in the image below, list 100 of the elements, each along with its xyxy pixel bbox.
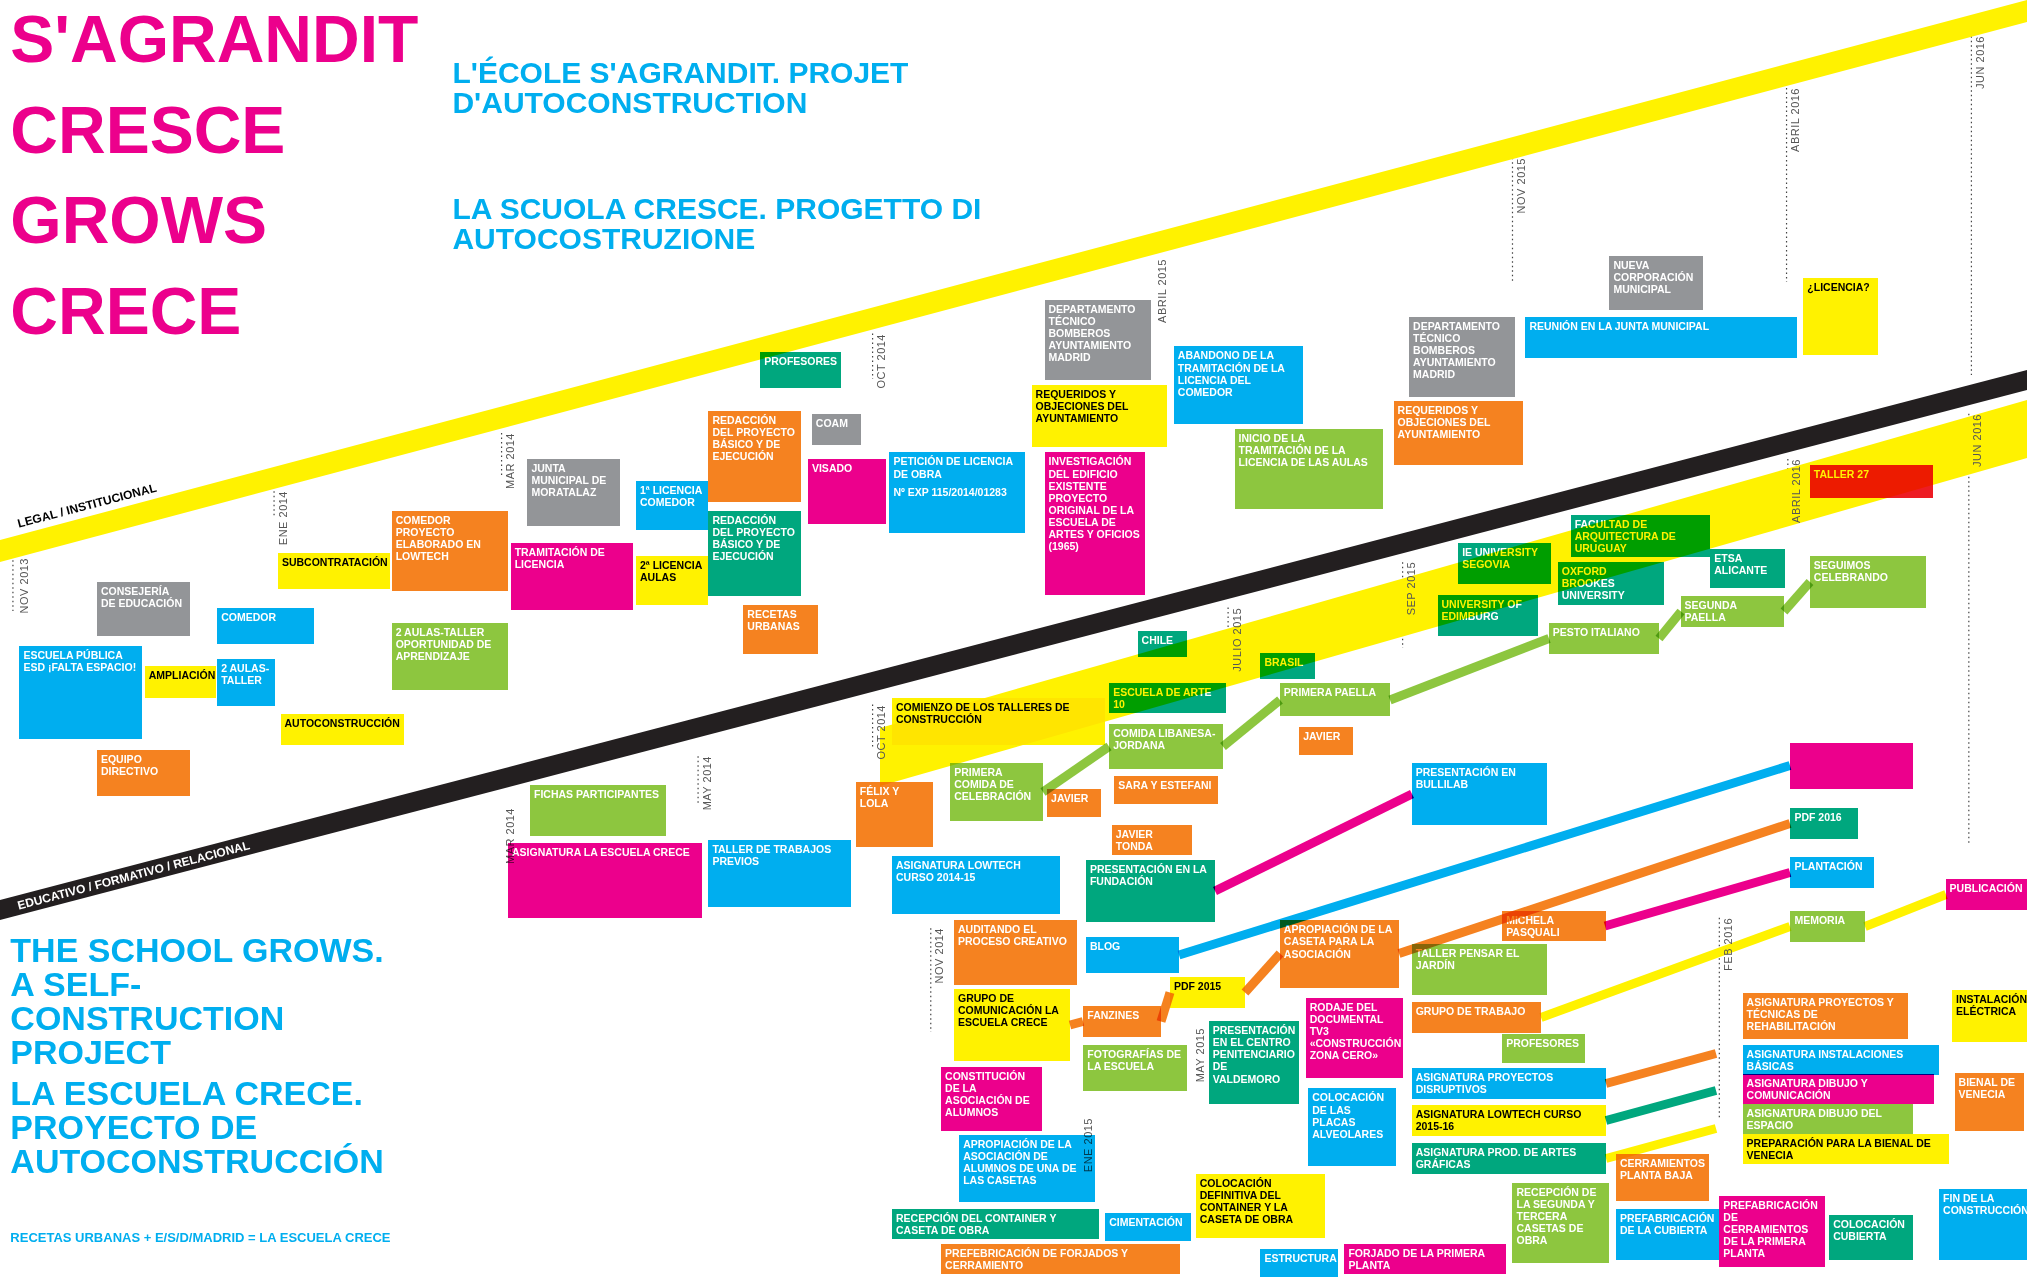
event-box: REQUERIDOS Y OBJECIONES DEL AYUNTAMIENTO bbox=[1031, 385, 1168, 448]
date-label: NOV 2013 bbox=[18, 558, 31, 614]
event-box: COMIDA LIBANESA-JORDANA bbox=[1109, 723, 1223, 770]
title-word: CRECE bbox=[10, 277, 243, 344]
title-word: S'AGRANDIT bbox=[10, 6, 420, 73]
date-label: SEP 2015 bbox=[1405, 562, 1418, 616]
title-word: GROWS bbox=[10, 187, 268, 254]
subtitle: LA SCUOLA CRESCE. PROGETTO DI AUTOCOSTRUZIONE bbox=[452, 193, 983, 254]
event-box: REQUERIDOS Y OBJECIONES DEL AYUNTAMIENTO bbox=[1393, 400, 1523, 466]
event-box: PROFESORES bbox=[760, 351, 842, 388]
event-box: ¿LICENCIA? bbox=[1803, 277, 1879, 356]
event-box: PREFABRICACIÓN DE LA CUBIERTA bbox=[1615, 1208, 1719, 1261]
connector-bar bbox=[1539, 922, 1792, 1022]
event-box: PRESENTACIÓN EN EL CENTRO PENITENCIARIO DE VALDEMORO bbox=[1208, 1021, 1300, 1104]
event-box: 2 AULAS-TALLER OPORTUNIDAD DE APRENDIZAJE bbox=[391, 623, 509, 691]
connector-bar bbox=[1040, 742, 1112, 796]
event-box: OXFORD BROOKES UNIVERSITY bbox=[1557, 562, 1664, 605]
event-box: TALLER 27 bbox=[1809, 465, 1933, 498]
event-box: BRASIL bbox=[1260, 652, 1315, 679]
event-box: ABANDONO DE LA TRAMITACIÓN DE LA LICENCIA DEL COMEDOR bbox=[1173, 346, 1304, 424]
event-box: PDF 2015 bbox=[1169, 977, 1245, 1009]
event-box: PREFEBRICACIÓN DE FORJADOS Y CERRAMIENTO bbox=[941, 1243, 1181, 1274]
subtitle: L'ÉCOLE S'AGRANDIT. PROJET D'AUTOCONSTRUCTION bbox=[452, 58, 910, 119]
event-box: INVESTIGACIÓN DEL EDIFICIO EXISTENTE PROYECTO ORIGINAL DE LA ESCUELA DE ARTES Y OFICIOS (1965) bbox=[1044, 452, 1146, 595]
event-box: ASIGNATURA DIBUJO DEL ESPACIO bbox=[1742, 1104, 1914, 1135]
date-label: ABRIL 2015 bbox=[1155, 258, 1168, 323]
date-label: MAR 2014 bbox=[504, 433, 517, 490]
event-box: FÉLIX Y LOLA bbox=[855, 782, 934, 847]
event-box: RECEPCIÓN DE LA SEGUNDA Y TERCERA CASETAS DE OBRA bbox=[1512, 1182, 1610, 1263]
event-box: PETICIÓN DE LICENCIA DE OBRA Nº EXP 115/2014/01283 bbox=[889, 452, 1026, 533]
event-box: 1ª LICENCIA COMEDOR bbox=[636, 480, 709, 530]
event-box: PREFABRICACIÓN DE CERRAMIENTOS DE LA PRIMERA PLANTA bbox=[1719, 1195, 1826, 1267]
event-box: ASIGNATURA INSTALACIONES BÁSICAS bbox=[1742, 1044, 1940, 1075]
event-box: COMEDOR PROYECTO ELABORADO EN LOWTECH bbox=[391, 510, 509, 591]
event-box: BIENAL DE VENECIA bbox=[1954, 1072, 2025, 1132]
event-box: VISADO bbox=[807, 458, 886, 524]
event-box: DEPARTAMENTO TÉCNICO BOMBEROS AYUNTAMIENTO MADRID bbox=[1044, 299, 1151, 381]
event-box: INICIO DE LA TRAMITACIÓN DE LA LICENCIA DE LAS AULAS bbox=[1234, 429, 1384, 510]
event-box: PRESENTACIÓN EN LA FUNDACIÓN bbox=[1085, 859, 1216, 922]
event-box: PLANTACIÓN bbox=[1790, 857, 1875, 889]
event-box: ESTRUCTURA bbox=[1260, 1248, 1338, 1278]
event-box: PUBLICACIÓN bbox=[1945, 879, 2027, 911]
event-box: TRAMITACIÓN DE LICENCIA bbox=[510, 542, 634, 611]
date-label: JUN 2016 bbox=[1971, 413, 1984, 467]
event-box: APROPIACIÓN DE LA CASETA PARA LA ASOCIACIÓN bbox=[1279, 920, 1399, 988]
event-box: FORJADO DE LA PRIMERA PLANTA bbox=[1344, 1243, 1506, 1274]
event-box: COMIENZO DE LOS TALLERES DE CONSTRUCCIÓN bbox=[891, 698, 1106, 745]
event-box: PRIMERA PAELLA bbox=[1279, 682, 1390, 717]
event-box: SUBCONTRATACIÓN bbox=[277, 553, 391, 590]
event-box: JAVIER TONDA bbox=[1111, 824, 1192, 855]
event-box: GRUPO DE COMUNICACIÓN LA ESCUELA CRECE bbox=[954, 988, 1071, 1062]
event-box: AUDITANDO EL PROCESO CREATIVO bbox=[954, 920, 1077, 986]
event-box: CONSTITUCIÓN DE LA ASOCIACIÓN DE ALUMNOS bbox=[941, 1066, 1042, 1132]
event-box: ETSA ALICANTE bbox=[1710, 549, 1786, 589]
event-box: REDACCIÓN DEL PROYECTO BÁSICO Y DE EJECUCIÓN bbox=[708, 411, 802, 502]
date-label: NOV 2014 bbox=[933, 928, 946, 984]
event-box: PREPARACIÓN PARA LA BIENAL DE VENECIA bbox=[1742, 1133, 1950, 1164]
subtitle: LA ESCUELA CRECE. PROYECTO DE AUTOCONSTRUCCIÓN bbox=[10, 1075, 385, 1178]
date-label: JULIO 2015 bbox=[1230, 607, 1243, 672]
date-label: ABRIL 2016 bbox=[1790, 458, 1803, 523]
event-box: RECETAS URBANAS bbox=[743, 605, 819, 655]
event-box: SEGUIMOS CELEBRANDO bbox=[1809, 555, 1927, 608]
event-box: MICHELA PASQUALI bbox=[1502, 911, 1606, 942]
event-box: PRESENTACIÓN EN BULLILAB bbox=[1411, 762, 1548, 825]
event-box: ASIGNATURA PROYECTOS DISRUPTIVOS bbox=[1411, 1067, 1606, 1099]
event-box: 2ª LICENCIA AULAS bbox=[636, 555, 709, 605]
event-box: JAVIER bbox=[1299, 726, 1354, 755]
title-word: CRESCE bbox=[10, 96, 287, 163]
date-label: OCT 2014 bbox=[875, 704, 888, 760]
connector-bar bbox=[1397, 819, 1792, 958]
date-label: NOV 2015 bbox=[1515, 157, 1528, 214]
event-box: JUNTA MUNICIPAL DE MORATALAZ bbox=[527, 458, 621, 527]
event-box: AMPLIACIÓN bbox=[144, 665, 216, 699]
event-box: ESCUELA DE ARTE 10 bbox=[1109, 682, 1226, 713]
event-box: CHILE bbox=[1137, 630, 1187, 657]
event-box: RODAJE DEL DOCUMENTAL TV3 «CONSTRUCCIÓN ZONA CERO» bbox=[1305, 998, 1403, 1079]
connector-bar bbox=[1213, 789, 1414, 896]
event-box: JAVIER bbox=[1047, 788, 1102, 817]
event-box: COLOCACIÓN DEFINITIVA DEL CONTAINER Y LA CASETA DE OBRA bbox=[1195, 1173, 1326, 1239]
event-box: ASIGNATURA PROYECTOS Y TÉCNICAS DE REHABILITACIÓN bbox=[1742, 992, 1909, 1040]
event-box: ESCUELA PÚBLICA ESD ¡FALTA ESPACIO! bbox=[19, 646, 143, 740]
date-label: MAY 2015 bbox=[1194, 1027, 1207, 1083]
event-box: REDACCIÓN DEL PROYECTO BÁSICO Y DE EJECUCIÓN bbox=[708, 510, 802, 596]
event-box: REUNIÓN EN LA JUNTA MUNICIPAL bbox=[1525, 316, 1797, 359]
event-box: IE UNIVERSITY SEGOVIA bbox=[1458, 542, 1552, 585]
event-box: SARA Y ESTEFANI bbox=[1114, 775, 1218, 805]
event-box: SEGUNDA PAELLA bbox=[1680, 595, 1784, 627]
event-box: RECEPCIÓN DEL CONTAINER Y CASETA DE OBRA bbox=[891, 1208, 1099, 1239]
event-box: PRIMERA COMIDA DE CELEBRACIÓN bbox=[950, 762, 1044, 821]
event-box: INSTALACIÓN ELÉCTRICA bbox=[1952, 990, 2027, 1042]
event-box: PROFESORES bbox=[1502, 1034, 1585, 1063]
event-box: EQUIPO DIRECTIVO bbox=[96, 749, 190, 797]
date-label: ENE 2015 bbox=[1082, 1118, 1094, 1173]
event-box: ASIGNATURA DIBUJO Y COMUNICACIÓN bbox=[1742, 1074, 1934, 1105]
event-box: UNIVERSITY OF EDIMBURG bbox=[1437, 594, 1539, 636]
event-box: FANZINES bbox=[1083, 1005, 1161, 1037]
event-box: CERRAMIENTOS PLANTA BAJA bbox=[1615, 1154, 1709, 1201]
event-box: ASIGNATURA PROD. DE ARTES GRÁFICAS bbox=[1411, 1142, 1606, 1174]
date-label: ABRIL 2016 bbox=[1789, 87, 1802, 152]
event-box: COMEDOR bbox=[217, 607, 315, 644]
